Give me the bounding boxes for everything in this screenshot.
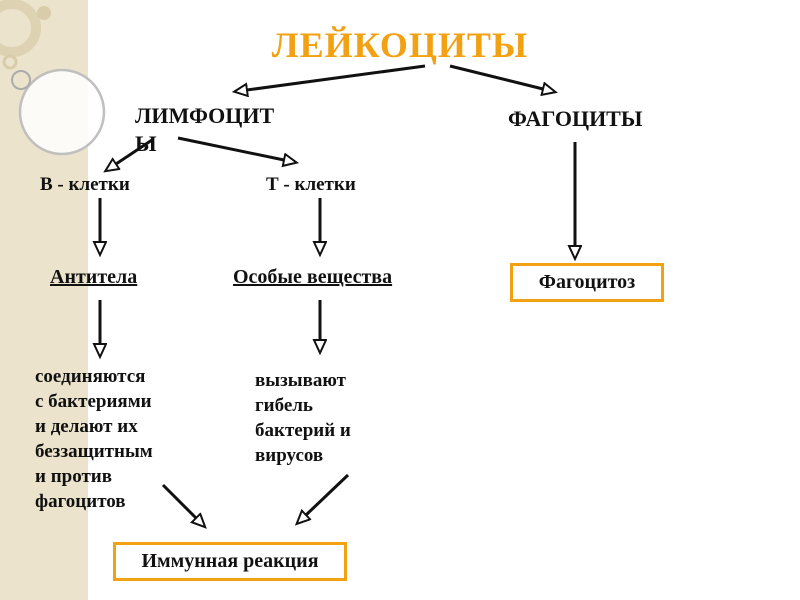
node-phagocytes: ФАГОЦИТЫ bbox=[508, 106, 643, 131]
node-antibodies: Антитела bbox=[50, 266, 138, 288]
node-t-cells: Т - клетки bbox=[266, 174, 356, 195]
node-immune-reaction-label: Иммунная реакция bbox=[141, 550, 319, 572]
node-phagocytosis-label: Фагоцитоз bbox=[538, 271, 636, 293]
node-special-substances: Особые вещества bbox=[233, 266, 393, 288]
text-antibodies-effect: соединяются с бактериями и делают их без… bbox=[35, 366, 153, 512]
node-phagocytosis-box: Фагоцитоз bbox=[510, 263, 664, 302]
node-lymphocytes: ЛИМФОЦИТЫ bbox=[135, 103, 275, 156]
slide-title: ЛЕЙКОЦИТЫ bbox=[271, 25, 529, 65]
node-b-cells: В - клетки bbox=[40, 174, 130, 195]
node-immune-reaction-box: Иммунная реакция bbox=[113, 542, 347, 581]
text-substances-effect: вызывают гибель бактерий и вирусов bbox=[255, 370, 351, 466]
